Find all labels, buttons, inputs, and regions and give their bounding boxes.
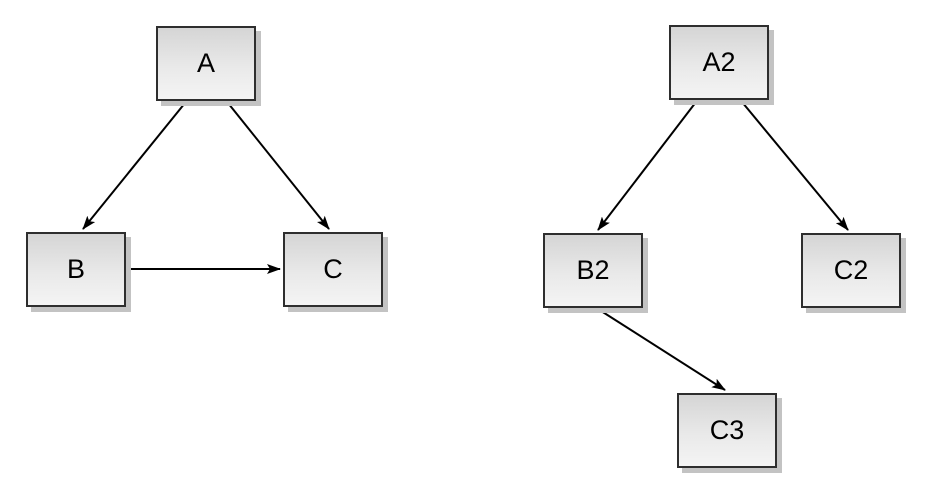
edge-a-b	[82, 102, 186, 230]
node-a[interactable]: A	[156, 26, 256, 101]
edge-a2-c2	[741, 101, 849, 231]
edge-a2-b2	[597, 101, 697, 231]
node-a2-label: A2	[702, 47, 736, 77]
node-c3[interactable]: C3	[677, 393, 777, 468]
node-c-label: C	[323, 254, 343, 284]
node-b[interactable]: B	[26, 232, 126, 307]
node-b2[interactable]: B2	[543, 233, 643, 308]
node-a2[interactable]: A2	[669, 25, 769, 100]
node-c3-label: C3	[709, 415, 745, 445]
node-b-label: B	[66, 254, 85, 284]
edge-a-c	[227, 102, 330, 230]
node-c[interactable]: C	[283, 232, 383, 307]
node-a-label: A	[196, 48, 215, 78]
node-c2-label: C2	[833, 255, 869, 285]
node-b2-label: B2	[576, 255, 610, 285]
node-c2[interactable]: C2	[801, 233, 901, 308]
edge-b2-c3	[597, 308, 726, 391]
